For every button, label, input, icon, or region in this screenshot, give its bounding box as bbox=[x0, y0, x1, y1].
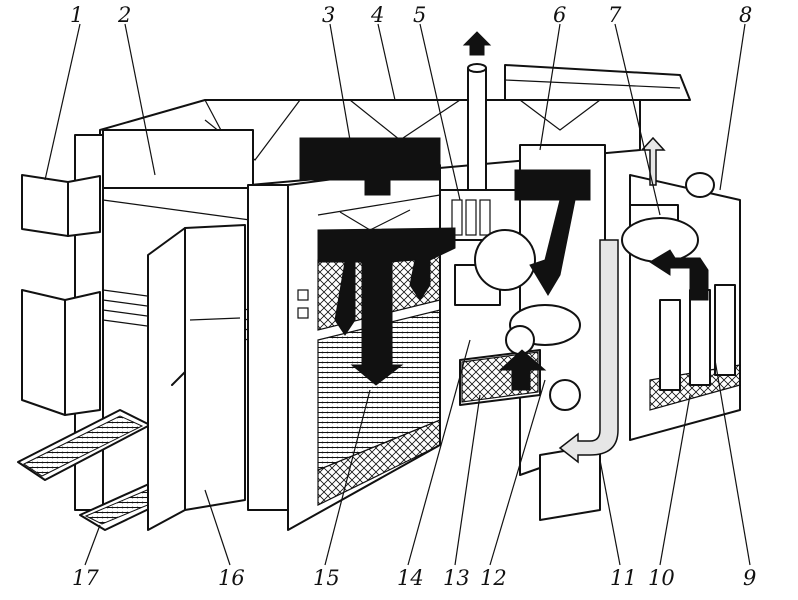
callout-1: 1 bbox=[70, 3, 83, 27]
callout-3: 3 bbox=[322, 3, 335, 27]
callout-14: 14 bbox=[397, 566, 424, 590]
heat-unit bbox=[621, 136, 741, 441]
callout-15: 15 bbox=[313, 566, 340, 590]
return-air-duct bbox=[558, 239, 619, 464]
booth-interior bbox=[317, 194, 441, 506]
door-panels bbox=[21, 174, 101, 416]
open-door bbox=[147, 224, 246, 531]
callout-numbers: 1 2 3 4 5 6 7 8 9 10 11 12 13 14 15 16 1… bbox=[70, 3, 756, 590]
callout-5: 5 bbox=[413, 3, 426, 27]
airflow-arrows bbox=[299, 137, 709, 391]
fan-burner-unit bbox=[454, 229, 581, 411]
leader-lines bbox=[44, 23, 751, 566]
callout-17: 17 bbox=[72, 566, 99, 590]
callout-8: 8 bbox=[739, 3, 752, 27]
callout-10: 10 bbox=[648, 566, 675, 590]
callout-13: 13 bbox=[443, 566, 470, 590]
callout-16: 16 bbox=[218, 566, 245, 590]
callout-2: 2 bbox=[117, 3, 131, 27]
callout-11: 11 bbox=[610, 566, 637, 590]
callout-4: 4 bbox=[370, 3, 384, 27]
callout-9: 9 bbox=[743, 566, 756, 590]
callout-7: 7 bbox=[608, 3, 622, 27]
callout-12: 12 bbox=[480, 566, 507, 590]
callout-6: 6 bbox=[553, 3, 566, 27]
